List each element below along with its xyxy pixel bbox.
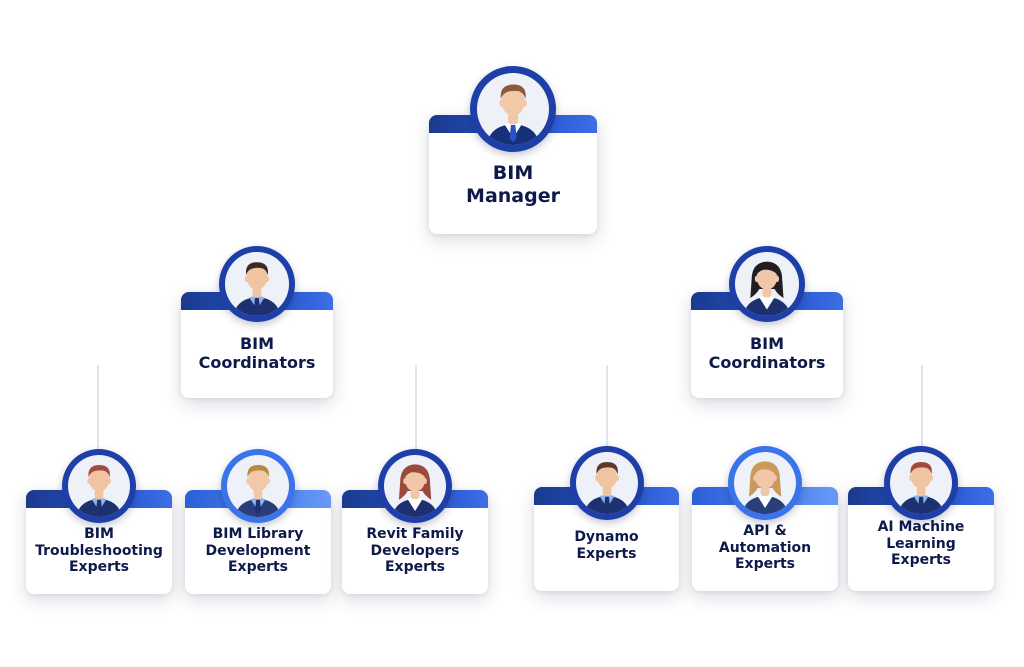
avatar bbox=[728, 446, 802, 520]
expert-title: Dynamo Experts bbox=[568, 529, 644, 562]
avatar bbox=[62, 449, 136, 523]
man-icon bbox=[67, 454, 131, 518]
label-line: Troubleshooting bbox=[35, 542, 163, 559]
expert-node-ai-machine-learning: AI Machine Learning Experts bbox=[848, 446, 994, 591]
woman-icon bbox=[383, 454, 447, 518]
man-icon bbox=[235, 464, 281, 518]
man-with-tie-icon bbox=[476, 72, 550, 146]
manager-node: BIM Manager bbox=[429, 66, 597, 234]
man-icon bbox=[584, 461, 630, 515]
avatar bbox=[729, 246, 805, 322]
label-line: BIM bbox=[239, 334, 275, 354]
label-line: Manager bbox=[466, 184, 560, 207]
label-line: Experts bbox=[384, 559, 446, 576]
expert-card: BIM Library Development Experts bbox=[185, 490, 331, 594]
woman-icon bbox=[742, 461, 788, 515]
expert-title: Revit Family Developers Experts bbox=[360, 526, 469, 576]
expert-node-api-automation: API & Automation Experts bbox=[692, 446, 838, 591]
label-line: Experts bbox=[227, 559, 289, 576]
expert-title: AI Machine Learning Experts bbox=[872, 519, 971, 569]
man-icon bbox=[898, 461, 944, 515]
man-icon bbox=[226, 454, 290, 518]
label-line: AI Machine bbox=[877, 519, 965, 536]
expert-node-dynamo: Dynamo Experts bbox=[534, 446, 679, 591]
coordinator-node-left: BIM Coordinators bbox=[181, 246, 333, 398]
label-line: BIM bbox=[84, 526, 114, 543]
avatar bbox=[470, 66, 556, 152]
man-icon bbox=[889, 451, 953, 515]
man-icon bbox=[234, 262, 280, 316]
coordinator-title: BIM Coordinators bbox=[703, 334, 832, 373]
expert-node-revit-family: Revit Family Developers Experts bbox=[342, 449, 488, 594]
label-line: BIM Library bbox=[212, 526, 304, 543]
label-line: Learning bbox=[886, 535, 956, 552]
coordinator-title: BIM Coordinators bbox=[193, 334, 322, 373]
woman-icon bbox=[733, 451, 797, 515]
expert-title: BIM Library Development Experts bbox=[200, 526, 317, 576]
label-line: Experts bbox=[68, 559, 130, 576]
label-line: Coordinators bbox=[708, 353, 826, 372]
label-line: Experts bbox=[890, 552, 952, 569]
avatar bbox=[378, 449, 452, 523]
man-icon bbox=[225, 252, 289, 316]
label-line: BIM bbox=[749, 334, 785, 354]
label-line: Revit Family bbox=[366, 526, 464, 543]
avatar bbox=[219, 246, 295, 322]
label-line: Experts bbox=[576, 546, 637, 562]
expert-node-bim-troubleshooting: BIM Troubleshooting Experts bbox=[26, 449, 172, 594]
label-line: Coordinators bbox=[198, 353, 316, 372]
avatar bbox=[884, 446, 958, 520]
avatar bbox=[221, 449, 295, 523]
label-line: Development bbox=[205, 542, 311, 559]
label-line: Dynamo bbox=[574, 529, 639, 546]
man-icon bbox=[76, 464, 122, 518]
woman-icon bbox=[735, 252, 799, 316]
manager-title: BIM Manager bbox=[460, 162, 566, 207]
avatar bbox=[570, 446, 644, 520]
label-line: API & Automation bbox=[718, 523, 812, 556]
man-icon bbox=[575, 451, 639, 515]
woman-icon bbox=[392, 464, 438, 518]
label-line: Experts bbox=[734, 556, 796, 573]
expert-title: API & Automation Experts bbox=[692, 523, 838, 573]
label-line: Developers bbox=[370, 542, 460, 559]
expert-node-bim-library: BIM Library Development Experts bbox=[185, 449, 331, 594]
woman-icon bbox=[744, 261, 790, 316]
expert-title: BIM Troubleshooting Experts bbox=[29, 526, 169, 576]
man-with-tie-icon bbox=[486, 84, 539, 146]
coordinator-node-right: BIM Coordinators bbox=[691, 246, 843, 398]
label-line: BIM bbox=[492, 162, 534, 185]
